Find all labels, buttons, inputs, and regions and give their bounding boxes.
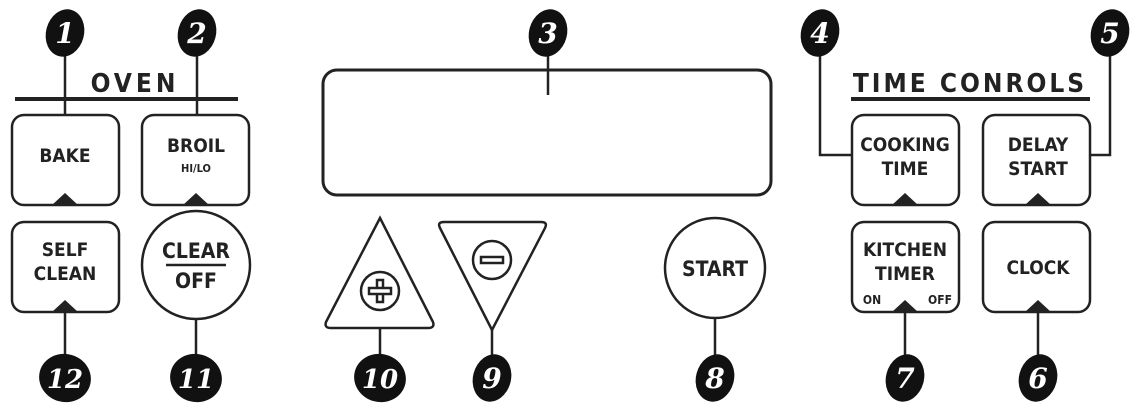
callout-6-number: 6 [1028, 362, 1047, 395]
cooking-time-label-line-1: COOKING [860, 134, 950, 156]
minus-button[interactable] [437, 220, 548, 333]
callout-7-number: 7 [895, 362, 915, 395]
start-label: START [682, 257, 748, 281]
clock-button[interactable]: CLOCK [981, 220, 1092, 314]
callout-6: 6 [1018, 354, 1058, 402]
delay-start-label-line-1: DELAY [1008, 134, 1069, 156]
clock-label: CLOCK [1006, 257, 1070, 279]
callout-9: 9 [472, 354, 512, 402]
kitchen-timer-label-line-2: TIMER [875, 263, 935, 285]
broil-sub-label: HI/LO [181, 162, 211, 175]
callout-12-number: 12 [47, 365, 83, 395]
kitchen-timer-label-line-1: KITCHEN [863, 239, 947, 261]
self-clean-label-line-2: CLEAN [34, 263, 97, 285]
indicator-arrow-icon [892, 300, 918, 312]
section-label-time-controls: TIME CONROLS [853, 69, 1087, 99]
start-button[interactable]: START [663, 216, 767, 320]
callout-7: 7 [885, 354, 925, 402]
callout-12: 12 [39, 353, 91, 403]
callout-11: 11 [170, 353, 222, 403]
callout-1: 1 [45, 9, 85, 57]
indicator-arrow-icon [1025, 193, 1051, 205]
broil-button[interactable]: BROIL HI/LO [140, 113, 251, 207]
callout-10: 10 [354, 353, 406, 403]
indicator-arrow-icon [183, 193, 209, 205]
callout-4: 4 [800, 9, 840, 57]
kitchen-timer-off-label: OFF [928, 293, 952, 307]
cooking-time-label-line-2: TIME [882, 158, 929, 180]
callout-2: 2 [177, 9, 217, 57]
self-clean-button[interactable]: SELF CLEAN [10, 220, 121, 314]
callout-5: 5 [1090, 9, 1130, 57]
callout-1-number: 1 [55, 17, 74, 50]
indicator-arrow-icon [1025, 300, 1051, 312]
callout-3: 3 [528, 9, 568, 57]
kitchen-timer-button[interactable]: KITCHEN TIMER ON OFF [850, 220, 961, 314]
indicator-arrow-icon [52, 193, 78, 205]
indicator-arrow-icon [892, 193, 918, 205]
kitchen-timer-on-label: ON [863, 293, 881, 307]
indicator-arrow-icon [52, 300, 78, 312]
delay-start-label-line-2: START [1008, 158, 1068, 180]
minus-icon-bar [479, 255, 505, 265]
plus-icon-horizontal [367, 286, 393, 296]
callout-8: 8 [695, 354, 735, 402]
section-label-oven: OVEN [91, 69, 180, 99]
bake-label: BAKE [39, 145, 90, 167]
plus-button[interactable] [324, 215, 435, 330]
callout-11-number: 11 [178, 365, 214, 395]
delay-start-button[interactable]: DELAY START [981, 113, 1092, 207]
bake-button[interactable]: BAKE [10, 113, 121, 207]
callout-5-number: 5 [1100, 17, 1119, 50]
off-label: OFF [175, 269, 217, 293]
broil-label: BROIL [167, 135, 225, 157]
callout-2-number: 2 [186, 17, 206, 50]
callout-8-number: 8 [704, 362, 724, 395]
clear-label: CLEAR [162, 239, 230, 263]
callout-4-number: 4 [810, 17, 829, 50]
callout-9-number: 9 [482, 362, 501, 395]
leader-line-4 [818, 40, 853, 157]
cooking-time-button[interactable]: COOKING TIME [850, 113, 961, 207]
self-clean-label-line-1: SELF [42, 239, 89, 261]
callout-10-number: 10 [362, 365, 398, 395]
clear-off-button[interactable]: CLEAR OFF [140, 209, 252, 321]
callout-3-number: 3 [538, 17, 557, 50]
